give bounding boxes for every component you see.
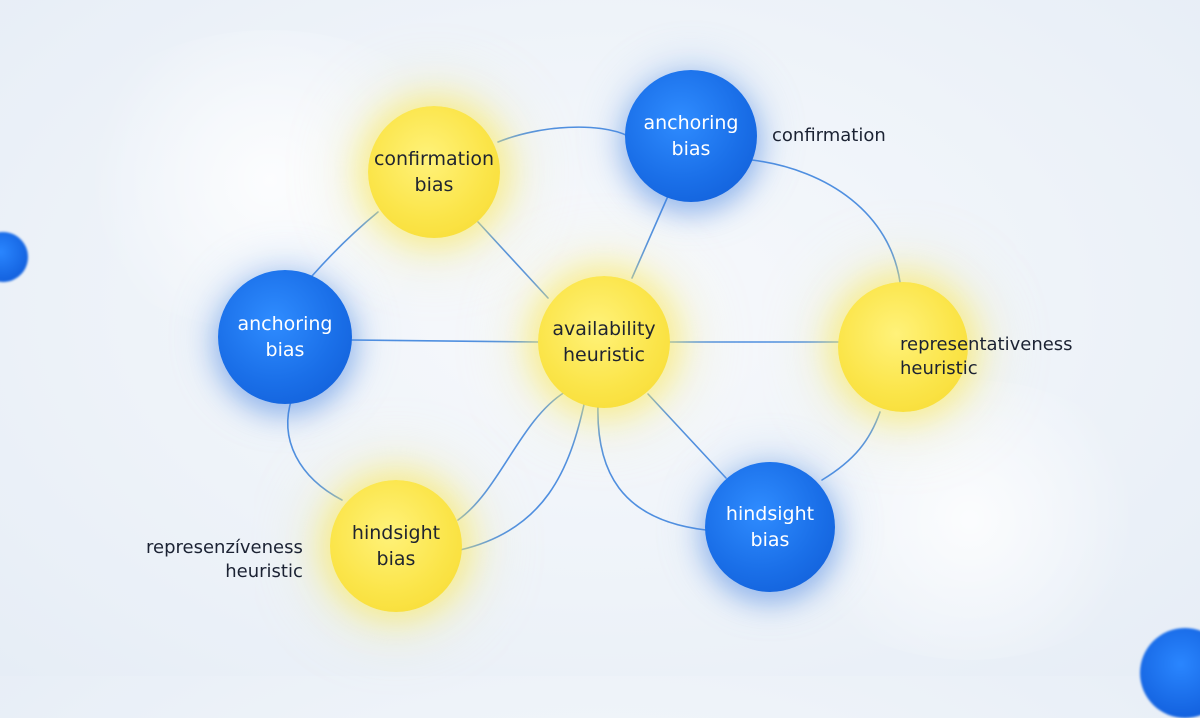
edge-confirmation-availability: [477, 221, 549, 299]
connection-lines: [287, 126, 901, 551]
node-label: anchoring bias: [237, 313, 333, 361]
node-label: anchoring bias: [643, 112, 739, 160]
background-haze: [780, 380, 1160, 660]
edge-availability-hindsight-right-1: [597, 403, 707, 531]
node-label: hindsight bias: [351, 522, 441, 570]
label-confirmation-top-right: confirmation: [772, 125, 886, 146]
node-hindsight-bias-right[interactable]: hindsight bias: [705, 462, 835, 592]
edge-availability-hindsight-left-1: [457, 391, 566, 521]
node-anchoring-bias-top[interactable]: anchoring bias: [625, 70, 757, 202]
edge-representativeness-hindsight: [821, 411, 881, 481]
node-representativeness-heuristic[interactable]: [838, 282, 968, 412]
node-label: confirmation bias: [373, 148, 495, 196]
edge-anchoring-left-availability: [351, 339, 539, 343]
edge-anchoring-top-representativeness: [751, 159, 901, 283]
node-hindsight-bias-left[interactable]: hindsight bias: [330, 480, 462, 612]
edge-anchoring-top-availability: [631, 195, 669, 279]
edge-anchoring-left-hindsight: [287, 397, 343, 501]
label-representativeness-right: representativeness heuristic: [900, 334, 1073, 379]
label-representativeness-left: represenzíveness heuristic: [146, 537, 303, 582]
diagram-canvas: confirmation bias anchoring bias anchori…: [0, 30, 1200, 718]
node-availability-heuristic[interactable]: availability heuristic: [538, 276, 670, 408]
node-confirmation-bias[interactable]: confirmation bias: [368, 106, 500, 238]
node-label: availability heuristic: [552, 318, 656, 366]
edge-confirmation-anchoring-left: [311, 211, 379, 277]
node-label: hindsight bias: [725, 503, 815, 551]
edge-confirmation-anchoring-top: [497, 126, 629, 143]
node-anchoring-bias-left[interactable]: anchoring bias: [218, 270, 352, 404]
edge-availability-hindsight-right-2: [647, 393, 727, 479]
edge-availability-hindsight-left-2: [459, 399, 586, 551]
